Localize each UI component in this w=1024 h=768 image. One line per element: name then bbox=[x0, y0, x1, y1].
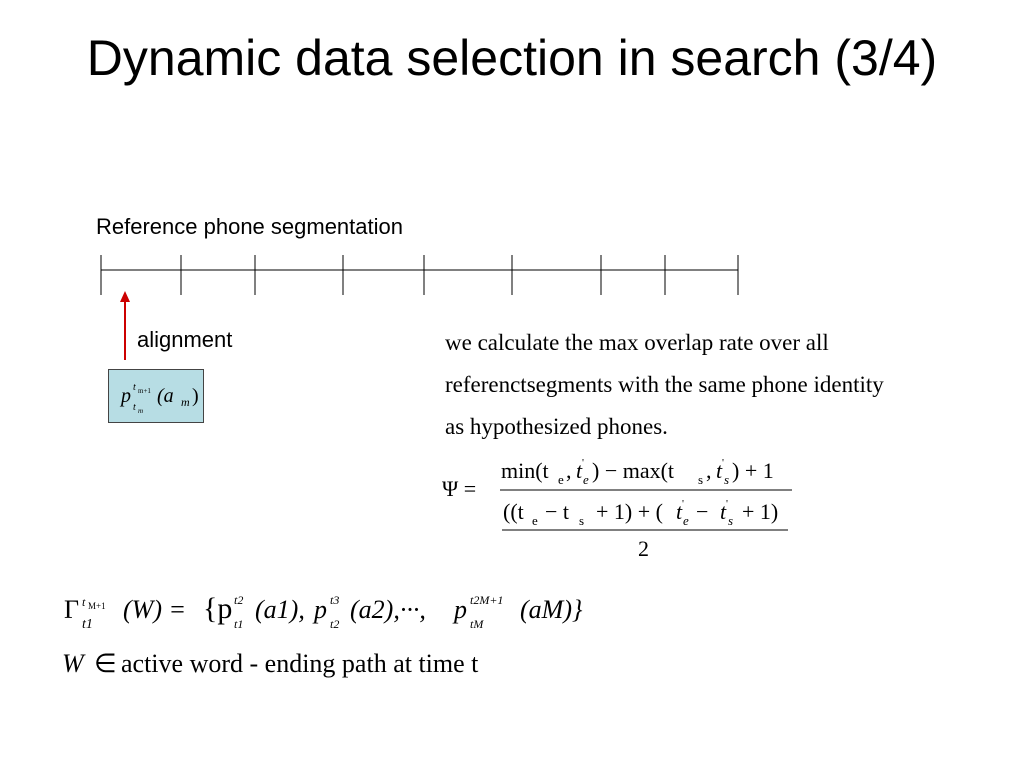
p2-arg: (a2),···, bbox=[350, 595, 426, 624]
den-open: ((t bbox=[503, 499, 524, 524]
p-argument: (a bbox=[157, 385, 174, 407]
den-minus: − t bbox=[545, 499, 569, 524]
den-e: e bbox=[532, 513, 538, 528]
p-subscript-sub: m bbox=[138, 407, 143, 415]
w-symbol: W bbox=[62, 649, 86, 678]
alignment-arrow bbox=[120, 291, 130, 360]
w-definition: W ∈ active word - ending path at time t bbox=[62, 649, 479, 678]
hypothesis-box: p t m+1 t m (a m ) bbox=[108, 369, 204, 423]
p-superscript-sub: m+1 bbox=[138, 387, 151, 395]
num-comma: , bbox=[566, 458, 572, 483]
w-definition-text: active word - ending path at time t bbox=[121, 649, 479, 678]
den-s-prime: s bbox=[728, 513, 733, 528]
p-close: ) bbox=[192, 385, 199, 407]
den-end: + 1) bbox=[742, 499, 778, 524]
p3-symbol: p bbox=[452, 595, 467, 624]
psi-lhs: Ψ = bbox=[442, 476, 476, 501]
p3-sup: t2M+1 bbox=[470, 593, 503, 607]
num-prime: ' bbox=[582, 457, 584, 469]
p2-symbol: p bbox=[312, 595, 327, 624]
gamma-sub: t1 bbox=[82, 617, 93, 632]
p-superscript: t bbox=[133, 382, 136, 393]
description-line-2: referenctsegments with the same phone id… bbox=[445, 372, 884, 397]
num-e: e bbox=[558, 472, 564, 487]
den-two: 2 bbox=[638, 536, 649, 561]
p2-sub: t2 bbox=[330, 617, 339, 631]
p1-sub: t1 bbox=[234, 617, 243, 631]
num-t: t bbox=[576, 458, 583, 483]
gamma-sup-sub: M+1 bbox=[88, 601, 106, 611]
gamma-sup: t bbox=[82, 595, 86, 609]
gamma-equation: Γ t M+1 t1 (W) = {p t2 t1 (a1), p t3 t2 … bbox=[64, 592, 583, 632]
num-prime-2: ' bbox=[722, 457, 724, 469]
gamma-symbol: Γ bbox=[64, 595, 79, 624]
num-end: ) + 1 bbox=[732, 458, 774, 483]
gamma-w: (W) = bbox=[123, 595, 186, 624]
p2-sup: t3 bbox=[330, 593, 339, 607]
psi-equation: Ψ = min(t e , t ' e ) − max(t s , t ' s … bbox=[442, 457, 792, 561]
den-t: t bbox=[676, 499, 683, 524]
alignment-label: alignment bbox=[137, 327, 233, 352]
num-s-prime: s bbox=[724, 472, 729, 487]
den-s: s bbox=[579, 513, 584, 528]
segmentation-label: Reference phone segmentation bbox=[96, 214, 403, 239]
hypothesis-formula: p t m+1 t m (a m ) bbox=[119, 382, 199, 415]
p1-arg: (a1), bbox=[255, 595, 305, 624]
description-line-3: as hypothesized phones. bbox=[445, 414, 668, 439]
num-min: min(t bbox=[501, 458, 549, 483]
p3-sub: tM bbox=[470, 617, 484, 631]
num-t-2: t bbox=[716, 458, 723, 483]
description-line-1: we calculate the max overlap rate over a… bbox=[445, 330, 829, 355]
num-s: s bbox=[698, 472, 703, 487]
num-e-prime: e bbox=[583, 472, 589, 487]
p-argument-sub: m bbox=[181, 395, 190, 409]
slide-title: Dynamic data selection in search (3/4) bbox=[86, 30, 938, 86]
den-e-prime: e bbox=[683, 513, 689, 528]
num-mid: ) − max(t bbox=[592, 458, 674, 483]
den-t-2: t bbox=[720, 499, 727, 524]
gamma-terms: {p bbox=[203, 592, 232, 625]
den-prime-2: ' bbox=[726, 498, 728, 510]
den-plus1: + 1) + ( bbox=[596, 499, 663, 524]
p-subscript: t bbox=[133, 402, 136, 413]
den-minus-2: − bbox=[696, 499, 708, 524]
num-comma-2: , bbox=[706, 458, 712, 483]
reference-segmentation-timeline bbox=[100, 255, 739, 295]
den-prime: ' bbox=[682, 498, 684, 510]
element-of-symbol: ∈ bbox=[94, 649, 117, 678]
p3-arg: (aM)} bbox=[520, 595, 583, 624]
p-symbol: p bbox=[119, 385, 131, 407]
p1-sup: t2 bbox=[234, 593, 243, 607]
